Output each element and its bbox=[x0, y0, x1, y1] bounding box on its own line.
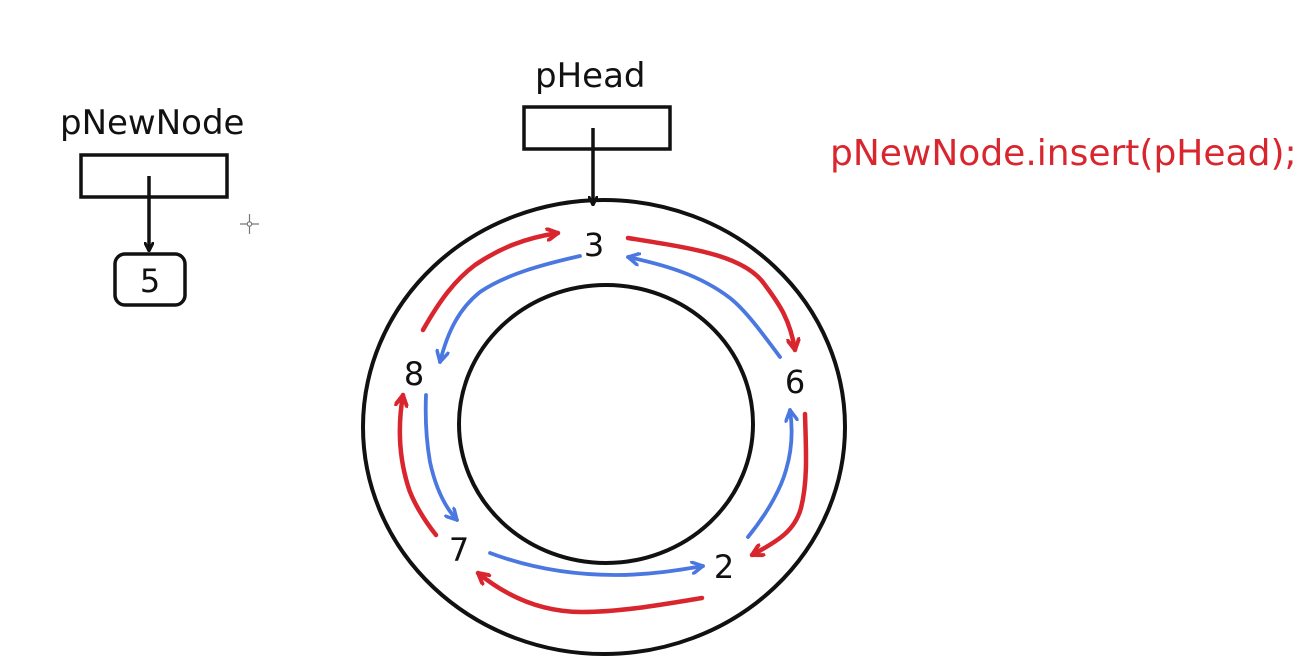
prev-arrow-3-to-8 bbox=[440, 254, 582, 364]
ring-group bbox=[361, 198, 847, 656]
crosshair-cursor-icon bbox=[240, 214, 259, 234]
next-arrow-8-to-3 bbox=[420, 233, 561, 333]
prev-arrows bbox=[423, 254, 792, 577]
next-arrow-2-to-7 bbox=[475, 570, 705, 615]
ring-node-values: 3 6 2 7 8 bbox=[404, 226, 805, 586]
head-group: pHead bbox=[522, 56, 672, 205]
phead-label: pHead bbox=[535, 56, 645, 96]
prev-arrow-6-to-3 bbox=[626, 257, 782, 359]
next-arrow-3-to-6 bbox=[625, 235, 795, 353]
next-arrow-6-to-2 bbox=[749, 411, 809, 558]
new-node-group: pNewNode 5 bbox=[60, 103, 244, 307]
phead-pointer-box bbox=[522, 105, 672, 151]
ring-inner-circle bbox=[457, 283, 755, 565]
new-node-value: 5 bbox=[140, 262, 160, 300]
ring-outer-circle bbox=[361, 198, 847, 656]
next-arrow-7-to-8 bbox=[400, 392, 439, 538]
new-node-box bbox=[113, 252, 187, 307]
ring-node-6: 6 bbox=[785, 363, 805, 401]
ring-node-7: 7 bbox=[449, 531, 469, 569]
prev-arrow-7-to-2 bbox=[488, 551, 705, 577]
ring-node-2: 2 bbox=[714, 548, 734, 586]
ring-node-8: 8 bbox=[404, 355, 424, 393]
insert-call-code: pNewNode.insert(pHead); bbox=[830, 133, 1297, 174]
prev-arrow-8-to-7 bbox=[423, 393, 459, 522]
pnewnode-pointer-box bbox=[79, 153, 229, 199]
next-arrows bbox=[400, 233, 809, 615]
ring-node-3: 3 bbox=[584, 226, 604, 264]
prev-arrow-2-to-6 bbox=[746, 408, 792, 539]
pnewnode-label: pNewNode bbox=[60, 103, 244, 143]
